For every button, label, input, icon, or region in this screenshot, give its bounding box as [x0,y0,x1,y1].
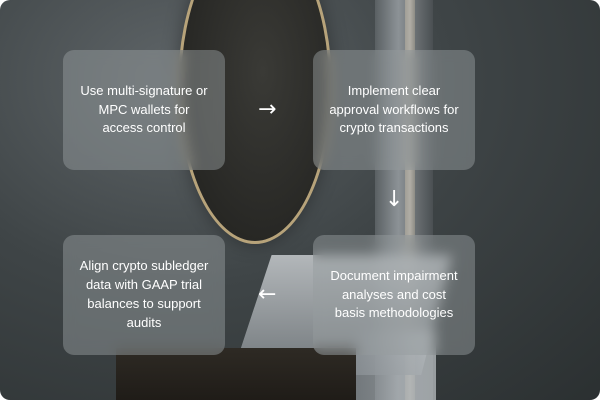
step-card-2: Implement clear approval workflows for c… [313,50,475,170]
step-card-3: Document impairment analyses and cost ba… [313,235,475,355]
step-3-text: Document impairment analyses and cost ba… [330,267,458,321]
background-dark-plinth [116,348,356,400]
arrow-right-icon: → [258,97,277,122]
step-card-4: Align crypto subledger data with GAAP tr… [63,235,225,355]
step-card-1: Use multi-signature or MPC wallets for a… [63,50,225,170]
step-2-text: Implement clear approval workflows for c… [329,82,459,136]
step-4-text: Align crypto subledger data with GAAP tr… [79,258,209,330]
arrow-down-icon: ↓ [385,187,404,212]
arrow-left-icon: ← [258,282,277,307]
background-pillar-highlight [405,0,415,400]
step-1-text: Use multi-signature or MPC wallets for a… [80,82,208,136]
